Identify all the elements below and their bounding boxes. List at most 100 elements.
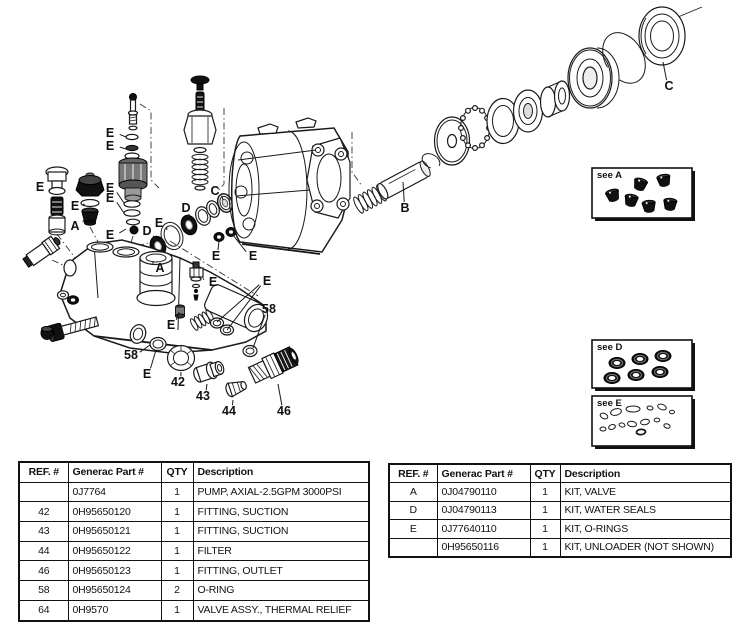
callout-leader xyxy=(226,285,262,331)
kit-oring-parts xyxy=(599,403,675,436)
cell: 1 xyxy=(160,501,194,523)
bottom-fittings xyxy=(149,336,299,398)
column-header: Generac Part # xyxy=(436,463,531,484)
callout-leader xyxy=(116,202,125,214)
callout-leader xyxy=(277,383,283,406)
kit-seal-parts xyxy=(603,350,672,384)
cell: VALVE ASSY., THERMAL RELIEF xyxy=(192,599,370,622)
relief-valve-stack xyxy=(183,75,217,191)
callout-A: A xyxy=(155,261,164,275)
callout-42: 42 xyxy=(171,375,185,389)
cell: 1 xyxy=(160,540,194,562)
cell: 2 xyxy=(160,580,194,601)
callout-44: 44 xyxy=(222,404,236,418)
callout-leader xyxy=(217,240,220,251)
callout-leader xyxy=(150,349,157,369)
callout-E: E xyxy=(212,249,220,263)
cell: 0H95650123 xyxy=(67,560,162,582)
column-header: REF. # xyxy=(18,461,69,483)
cell: FITTING, OUTLET xyxy=(192,560,370,582)
cell: 0J7764 xyxy=(67,481,162,503)
callout-leader xyxy=(205,383,208,391)
cell: 64 xyxy=(18,599,69,622)
callout-E: E xyxy=(167,318,175,332)
cell: KIT, O-RINGS xyxy=(559,519,732,539)
cell: FITTING, SUCTION xyxy=(192,521,370,542)
thermal-relief-valve xyxy=(22,235,61,268)
column-header: REF. # xyxy=(388,463,438,484)
cell: 0H95650121 xyxy=(67,521,162,542)
callout-E: E xyxy=(209,275,217,289)
cell: 0H95650122 xyxy=(67,540,162,562)
see-e-box: see E xyxy=(591,395,695,449)
cell xyxy=(18,481,69,503)
callout-leader xyxy=(48,189,51,192)
fitting-46 xyxy=(247,346,299,384)
cell: 0J04790113 xyxy=(436,500,531,521)
cell: FILTER xyxy=(192,540,370,562)
see-a-label: see A xyxy=(597,170,622,181)
column-header: QTY xyxy=(529,463,561,484)
bearing-train xyxy=(433,6,686,166)
callout-leader xyxy=(662,61,668,81)
callout-D: D xyxy=(142,224,151,238)
callout-leader xyxy=(221,195,224,201)
cell: 42 xyxy=(18,501,69,523)
see-e-label: see E xyxy=(597,398,622,409)
injector-fitting xyxy=(189,261,204,301)
callout-leader xyxy=(231,399,234,406)
cell: 1 xyxy=(160,560,194,582)
valve-stack-left xyxy=(45,166,69,236)
callout-leader xyxy=(139,344,151,353)
cell: 0J77640110 xyxy=(436,519,531,539)
callout-leader xyxy=(82,203,85,206)
callout-leader xyxy=(216,284,260,323)
callout-leader xyxy=(119,133,127,138)
column-header: Generac Part # xyxy=(67,461,162,483)
callout-E: E xyxy=(155,216,163,230)
cell: A xyxy=(388,482,438,502)
cell: 1 xyxy=(160,599,194,622)
cell: 1 xyxy=(160,521,194,542)
callout-leader xyxy=(175,311,180,321)
cell: E xyxy=(388,519,438,539)
callout-46: 46 xyxy=(277,404,291,418)
callout-B: B xyxy=(400,201,409,215)
cell: O-RING xyxy=(192,580,370,601)
callout-E: E xyxy=(106,139,114,153)
callout-58: 58 xyxy=(124,348,138,362)
cell: KIT, VALVE xyxy=(559,482,732,502)
manifold-block xyxy=(22,235,269,354)
callout-leader xyxy=(82,218,85,223)
cell: 58 xyxy=(18,580,69,601)
cell: 1 xyxy=(529,482,561,502)
cell: D xyxy=(388,500,438,521)
valve-stack-left2 xyxy=(75,172,105,226)
cell: 46 xyxy=(18,560,69,582)
callout-E: E xyxy=(106,191,114,205)
callout-leader xyxy=(252,314,266,349)
see-d-label: see D xyxy=(597,342,622,353)
drive-shaft-assembly xyxy=(353,153,441,214)
callout-E: E xyxy=(249,249,257,263)
callout-A: A xyxy=(70,219,79,233)
cell: KIT, WATER SEALS xyxy=(559,500,732,521)
cell: 1 xyxy=(160,481,194,503)
callout-leader xyxy=(119,228,127,234)
callout-E: E xyxy=(71,199,79,213)
cell: 0H9570 xyxy=(67,599,162,622)
cell: 0H95650116 xyxy=(436,537,531,558)
callout-C: C xyxy=(210,184,219,198)
callout-C: C xyxy=(664,79,673,93)
pump-housing xyxy=(228,117,351,255)
